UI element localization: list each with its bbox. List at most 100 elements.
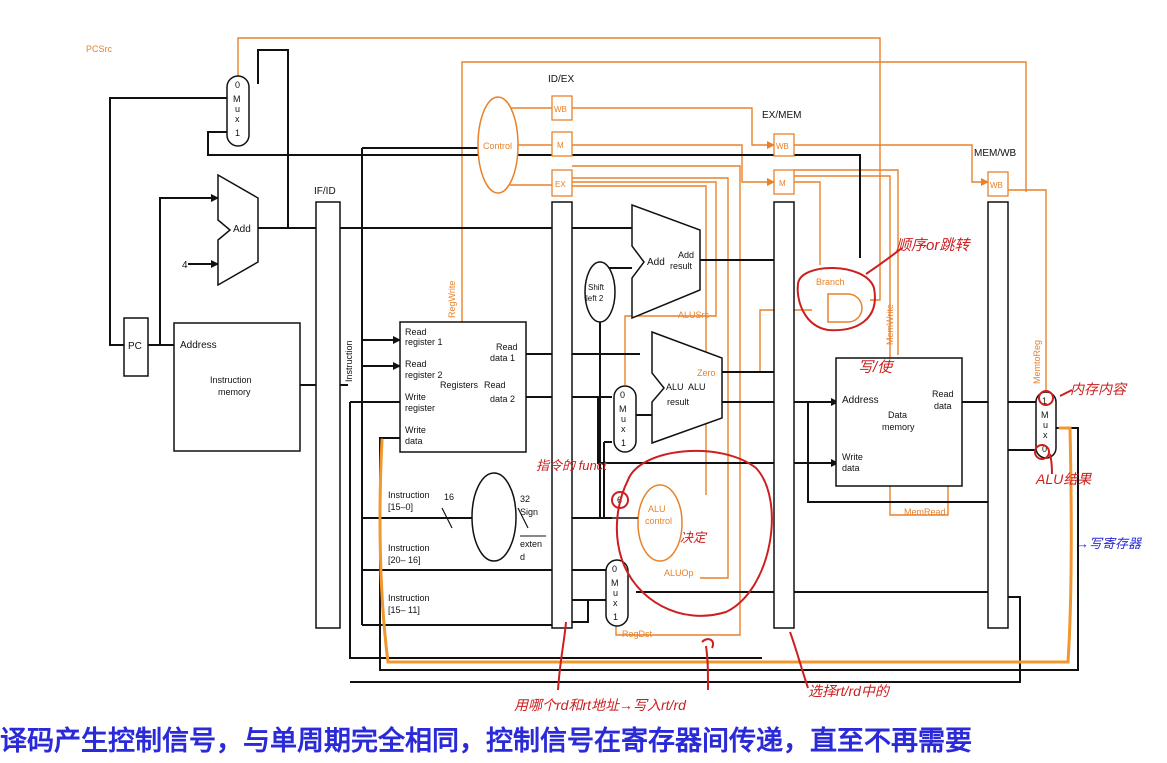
svg-text:memory: memory <box>218 387 251 397</box>
svg-text:u: u <box>1043 420 1048 430</box>
svg-text:x: x <box>235 114 240 124</box>
pc-adder: Add <box>217 173 259 287</box>
note-opcode-funct: 指令的 funct <box>536 458 608 473</box>
svg-text:PC: PC <box>128 341 142 352</box>
ifid-label: IF/ID <box>314 186 336 197</box>
branch-adder: Add Add result <box>631 203 701 320</box>
svg-text:M: M <box>611 578 619 588</box>
svg-text:Data: Data <box>888 410 907 420</box>
svg-text:register 1: register 1 <box>405 337 443 347</box>
register-file: Read register 1 Read register 2 Write re… <box>399 321 527 453</box>
alu: Zero ALU ALU result <box>651 330 723 445</box>
control-unit: Control <box>477 96 519 194</box>
svg-text:Zero: Zero <box>697 368 716 378</box>
svg-text:Write: Write <box>405 425 426 435</box>
svg-text:ALU: ALU <box>688 382 706 392</box>
note-to-reg-file: →写寄存器 <box>1076 536 1142 551</box>
sign-ext-label-3: d <box>520 552 525 562</box>
svg-text:EX: EX <box>555 180 566 189</box>
svg-text:ALU: ALU <box>648 504 666 514</box>
svg-text:data 1: data 1 <box>490 353 515 363</box>
svg-text:Instruction: Instruction <box>344 340 354 382</box>
note-write-enable: 写/使 <box>858 359 895 376</box>
pcsrc-label: PCSrc <box>86 44 113 54</box>
note-use-rt-rd: 用哪个rd和rt地址→写入rt/rd <box>514 697 687 713</box>
svg-text:M: M <box>1041 410 1049 420</box>
shift-left-2: Shift left 2 <box>584 261 616 323</box>
instr-15-11-a: Instruction <box>388 593 430 603</box>
memwrite-label: MemWrite <box>885 304 895 345</box>
svg-text:register: register <box>405 403 435 413</box>
svg-text:1: 1 <box>613 612 618 622</box>
svg-text:Read: Read <box>484 380 506 390</box>
aluop-label: ALUOp <box>664 568 694 578</box>
memread-label: MemRead <box>904 507 946 517</box>
svg-text:Address: Address <box>180 340 217 351</box>
pc-mux: 0 M u x 1 <box>226 75 250 147</box>
svg-text:Control: Control <box>483 141 512 151</box>
svg-text:control: control <box>645 516 672 526</box>
regdst-label: RegDst <box>622 629 653 639</box>
svg-text:WB: WB <box>990 181 1003 190</box>
svg-text:x: x <box>621 424 626 434</box>
sign-ext-label-1: Sign <box>520 507 538 517</box>
svg-text:1: 1 <box>1042 396 1047 406</box>
svg-text:data: data <box>934 401 952 411</box>
slide-caption: 译码产生控制信号，与单周期完全相同，控制信号在寄存器间传递，直至不再需要 <box>0 726 972 757</box>
svg-text:M: M <box>557 141 564 150</box>
svg-text:data: data <box>842 463 860 473</box>
svg-text:Branch: Branch <box>816 277 845 287</box>
note-sequence-or-jump: 顺序or跳转 <box>896 237 971 254</box>
memwb-register: WB <box>987 171 1009 629</box>
idex-register: WB M EX <box>551 95 573 629</box>
control-signal-lines <box>237 37 1047 636</box>
idex-label: ID/EX <box>548 74 574 85</box>
svg-text:Write: Write <box>842 452 863 462</box>
memtoreg-mux: 1 M u x 0 <box>1035 391 1057 459</box>
instruction-memory: Address Instruction memory <box>173 322 301 452</box>
pc-register: PC <box>123 317 149 377</box>
svg-text:u: u <box>621 414 626 424</box>
branch-and-gate: Branch <box>816 277 863 323</box>
svg-text:Address: Address <box>842 395 879 406</box>
svg-text:result: result <box>667 397 690 407</box>
const-four: 4 <box>182 260 188 271</box>
svg-text:ALU: ALU <box>666 382 684 392</box>
svg-text:x: x <box>1043 430 1048 440</box>
note-memory-content: 内存内容 <box>1070 381 1128 397</box>
exmem-register: WB M <box>773 133 795 629</box>
handwritten-highlights <box>378 247 1073 691</box>
handwritten-notes: 顺序or跳转 写/使 内存内容 ALU结果 →写寄存器 指令的 funct 决定… <box>514 237 1142 713</box>
svg-text:result: result <box>670 261 693 271</box>
ifid-register: Instruction <box>315 201 354 629</box>
instr-20-16-b: [20– 16] <box>388 555 421 565</box>
svg-text:Read: Read <box>405 359 427 369</box>
svg-text:M: M <box>779 179 786 188</box>
instr-15-0-a: Instruction <box>388 490 430 500</box>
sign-ext-label-2: exten <box>520 539 542 549</box>
svg-text:0: 0 <box>612 564 617 574</box>
instr-15-0-b: [15–0] <box>388 502 413 512</box>
svg-text:Shift: Shift <box>588 283 605 292</box>
instr-20-16-a: Instruction <box>388 543 430 553</box>
svg-text:x: x <box>613 598 618 608</box>
datapath-lines <box>109 49 1079 683</box>
svg-text:Read: Read <box>932 389 954 399</box>
svg-text:Write: Write <box>405 392 426 402</box>
alu-control: ALU control <box>637 484 683 562</box>
memwb-label: MEM/WB <box>974 148 1017 159</box>
svg-text:1: 1 <box>235 128 240 138</box>
exmem-label: EX/MEM <box>762 110 801 121</box>
svg-text:Add: Add <box>233 224 251 235</box>
instr-15-11-b: [15– 11] <box>388 605 420 615</box>
svg-text:WB: WB <box>776 142 789 151</box>
svg-text:data: data <box>405 436 423 446</box>
alusrc-label: ALUSrc <box>678 310 710 320</box>
svg-text:u: u <box>235 104 240 114</box>
data-memory: Address Data memory Read data Write data <box>835 357 963 487</box>
svg-text:1: 1 <box>621 438 626 448</box>
svg-text:Registers: Registers <box>440 380 479 390</box>
svg-text:Add: Add <box>647 257 665 268</box>
sign-ext-32: 32 <box>520 494 530 504</box>
svg-text:u: u <box>613 588 618 598</box>
